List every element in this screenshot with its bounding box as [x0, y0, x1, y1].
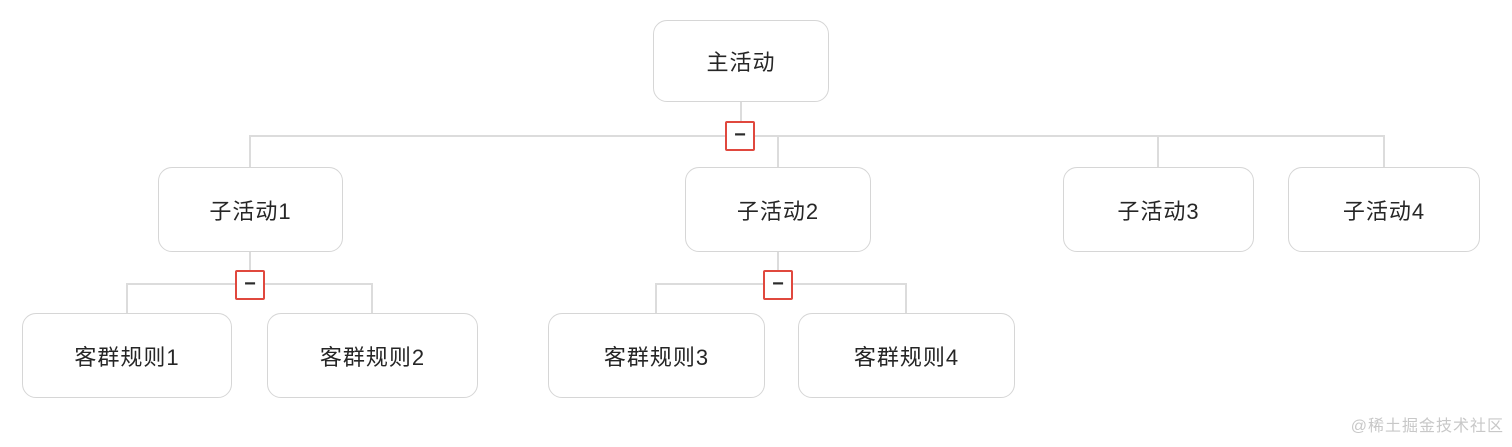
connector-drop-rule4 [905, 283, 907, 313]
tree-node-sub-activity-2[interactable]: 子活动2 [685, 167, 871, 252]
connector-drop-sub3 [1157, 135, 1159, 167]
tree-node-customer-rule-4[interactable]: 客群规则4 [798, 313, 1015, 398]
connector-drop-sub1 [249, 135, 251, 167]
connector-sub1-stub [249, 252, 251, 270]
tree-node-customer-rule-3[interactable]: 客群规则3 [548, 313, 765, 398]
tree-node-sub-activity-4[interactable]: 子活动4 [1288, 167, 1480, 252]
connector-root-stub [740, 102, 742, 121]
tree-node-main-activity[interactable]: 主活动 [653, 20, 829, 102]
tree-node-customer-rule-2[interactable]: 客群规则2 [267, 313, 478, 398]
collapse-button-sub-activity-2[interactable]: − [763, 270, 793, 300]
tree-node-sub-activity-3[interactable]: 子活动3 [1063, 167, 1254, 252]
collapse-button-main-activity[interactable]: − [725, 121, 755, 151]
connector-drop-rule2 [371, 283, 373, 313]
watermark: @稀土掘金技术社区 [1350, 418, 1504, 435]
connector-sub2-stub [777, 252, 779, 270]
tree-node-customer-rule-1[interactable]: 客群规则1 [22, 313, 232, 398]
connector-drop-rule3 [655, 283, 657, 313]
connector-root-horizontal [250, 135, 1385, 137]
collapse-button-sub-activity-1[interactable]: − [235, 270, 265, 300]
tree-node-sub-activity-1[interactable]: 子活动1 [158, 167, 343, 252]
connector-drop-rule1 [126, 283, 128, 313]
minus-icon: − [734, 124, 746, 146]
connector-drop-sub4 [1383, 135, 1385, 167]
minus-icon: − [244, 273, 256, 295]
minus-icon: − [772, 273, 784, 295]
connector-drop-sub2 [777, 135, 779, 167]
